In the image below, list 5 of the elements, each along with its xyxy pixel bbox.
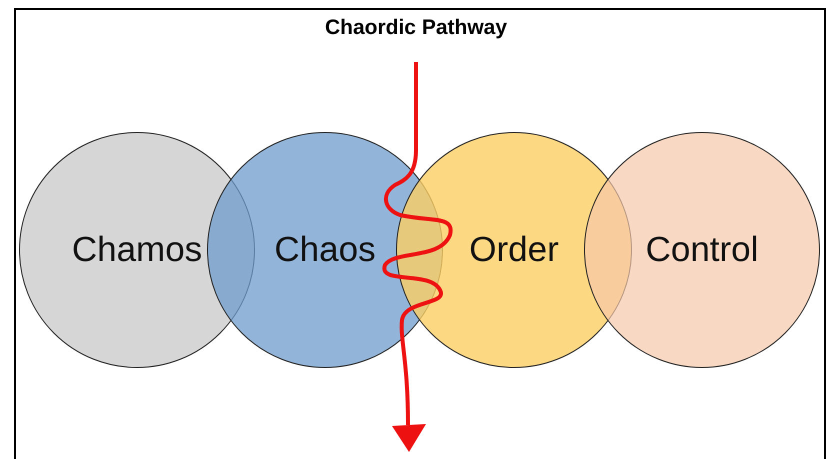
circle-label: Order — [469, 230, 559, 270]
circle-label: Control — [646, 230, 758, 270]
title: Chaordic Pathway — [324, 16, 508, 40]
circle-label: Chamos — [72, 230, 202, 270]
circle-label: Chaos — [274, 230, 376, 270]
